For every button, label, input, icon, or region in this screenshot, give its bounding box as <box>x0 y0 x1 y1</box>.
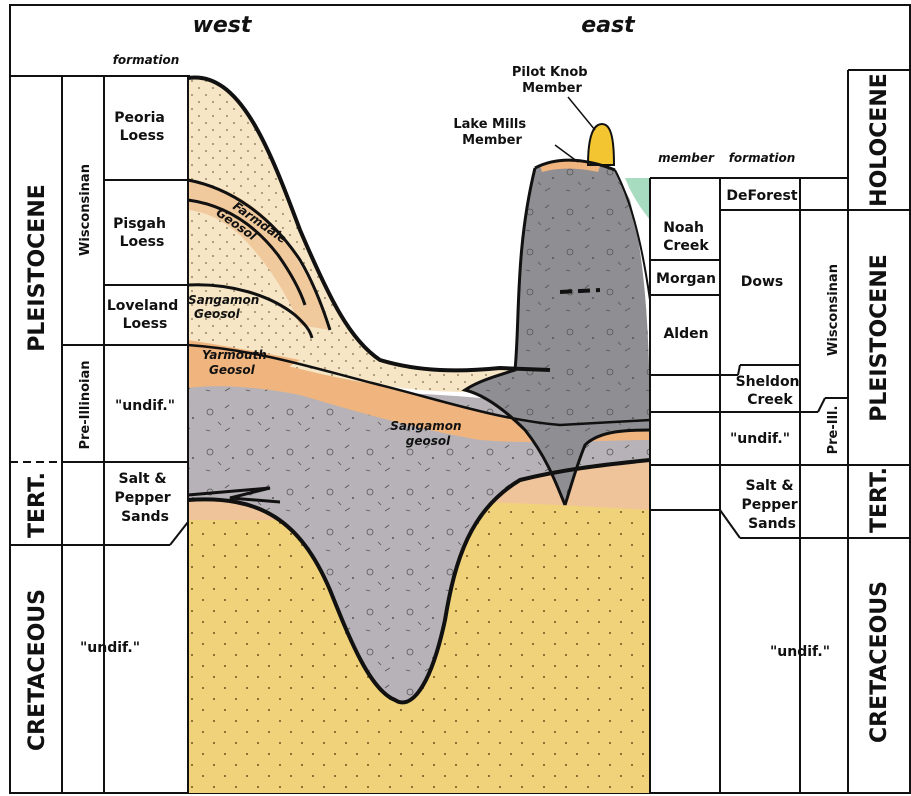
right-cretaceous-undif-label: "undif." <box>770 644 830 660</box>
west-label: west <box>193 13 253 38</box>
right-stage-wisconsinan: Wisconsinan <box>826 264 841 356</box>
right-era-holocene: HOLOCENE <box>867 73 892 207</box>
right-undif-label: "undif." <box>730 431 790 447</box>
dows-label: Dows <box>741 274 784 290</box>
left-cretaceous-undif-label: "undif." <box>80 640 140 656</box>
left-formation-header: formation <box>113 53 180 67</box>
right-salt-pepper-label: Salt & Pepper Sands <box>741 478 802 532</box>
right-era-tertiary: TERT. <box>867 467 892 533</box>
morgan-label: Morgan <box>656 271 716 287</box>
right-era-cretaceous: CRETACEOUS <box>867 581 892 743</box>
left-era-cretaceous: CRETACEOUS <box>25 589 50 751</box>
deforest-label: DeForest <box>726 188 797 204</box>
lake-mills-label: Lake Mills Member <box>453 117 530 148</box>
right-stage-pre-ill: Pre-Ill. <box>826 406 841 455</box>
left-era-pleistocene: PLEISTOCENE <box>25 184 50 352</box>
left-stage-pre-illinoian: Pre-Illinoian <box>78 360 93 449</box>
left-undif-label: "undif." <box>115 398 175 414</box>
right-member-header: member <box>658 151 715 165</box>
east-label: east <box>581 13 636 38</box>
left-stage-wisconsinan: Wisconsinan <box>78 164 93 256</box>
right-formation-header: formation <box>729 151 796 165</box>
left-era-tertiary: TERT. <box>25 472 50 538</box>
pilot-knob-label: Pilot Knob Member <box>512 65 592 96</box>
left-salt-pepper-label: Salt & Pepper Sands <box>114 471 175 525</box>
alden-label: Alden <box>663 326 708 342</box>
right-era-pleistocene: PLEISTOCENE <box>867 254 892 422</box>
